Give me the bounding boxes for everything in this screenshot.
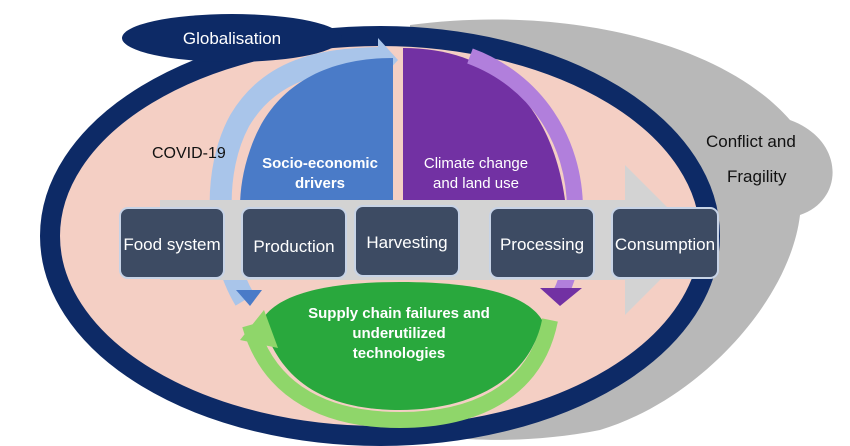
stage-label: Production [253,237,334,256]
climate-quadrant [403,48,566,208]
stage-box-harvesting: Harvesting [354,205,460,277]
climate-label-line2: and land use [433,175,519,192]
stage-box-consumption: Consumption [611,207,719,279]
stage-label: Harvesting [366,233,447,252]
stage-box-food-system: Food system [119,207,225,279]
green-arc [242,318,558,429]
supply-chain-label-line2: underutilized [352,325,445,342]
blue-tail [236,290,262,306]
conflict-label-line2: Fragility [727,167,787,186]
purple-arrowhead [540,288,582,306]
stage-label: Consumption [615,235,715,254]
socio-economic-label-line1: Socio-economic [262,155,378,172]
socio-economic-label-line2: drivers [295,175,345,192]
stage-label: Processing [500,235,584,254]
climate-label-line1: Climate change [424,155,528,172]
conflict-label-line1: Conflict and [706,132,796,151]
stage-box-production: Production [241,207,347,279]
green-arrowhead [240,310,278,348]
supply-chain-label-line3: technologies [353,345,446,362]
globalisation-pill [122,14,342,62]
supply-chain-label-line1: Supply chain failures and [308,305,490,322]
stage-label: Food system [123,235,220,254]
globalisation-label: Globalisation [183,29,281,48]
covid-label: COVID-19 [152,145,226,162]
socio-economic-quadrant [240,58,393,208]
stage-box-processing: Processing [489,207,595,279]
supply-chain-quadrant [262,282,542,410]
